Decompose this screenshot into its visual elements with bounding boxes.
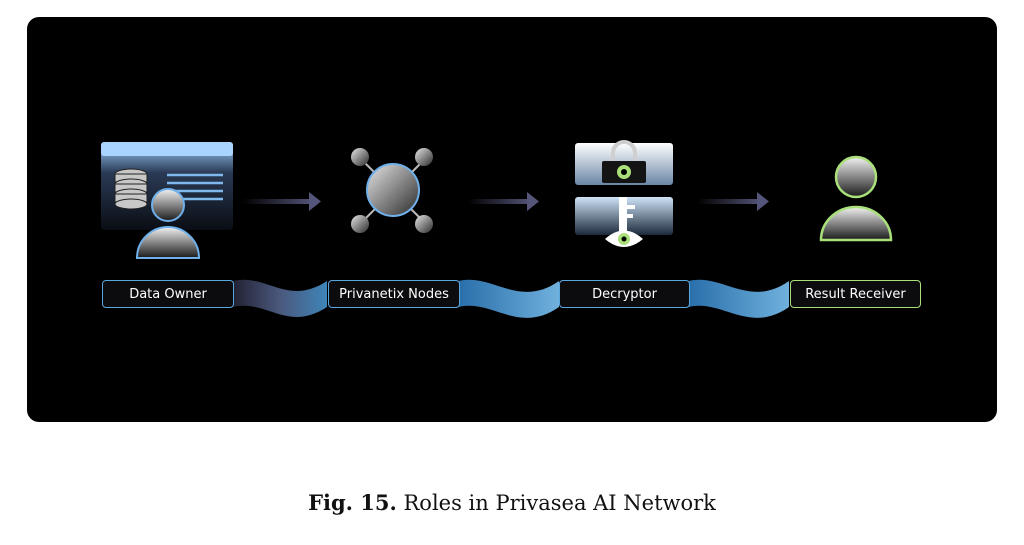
figure-number: Fig. 15. (308, 490, 397, 515)
figure-caption-text: Roles in Privasea AI Network (403, 491, 716, 515)
role-label-decryptor: Decryptor (559, 280, 690, 308)
wave-connector-3 (689, 279, 789, 318)
wave-connector-1 (233, 279, 327, 317)
role-label-privanetix-nodes: Privanetix Nodes (328, 280, 460, 308)
arrow-1 (242, 192, 321, 211)
wave-connector-2 (459, 279, 559, 318)
arrow-2 (467, 192, 539, 211)
role-label-data-owner: Data Owner (102, 280, 234, 308)
arrow-3 (697, 192, 769, 211)
diagram-panel: Data Owner Privanetix Nodes Decryptor Re… (27, 17, 997, 422)
figure-caption: Fig. 15. Roles in Privasea AI Network (0, 490, 1024, 515)
role-label-result-receiver: Result Receiver (790, 280, 921, 308)
lock-key-icon (575, 140, 673, 247)
node-network-icon (351, 148, 433, 233)
data-owner-icon (101, 142, 233, 259)
diagram-svg (101, 140, 921, 318)
result-receiver-icon (788, 143, 921, 242)
